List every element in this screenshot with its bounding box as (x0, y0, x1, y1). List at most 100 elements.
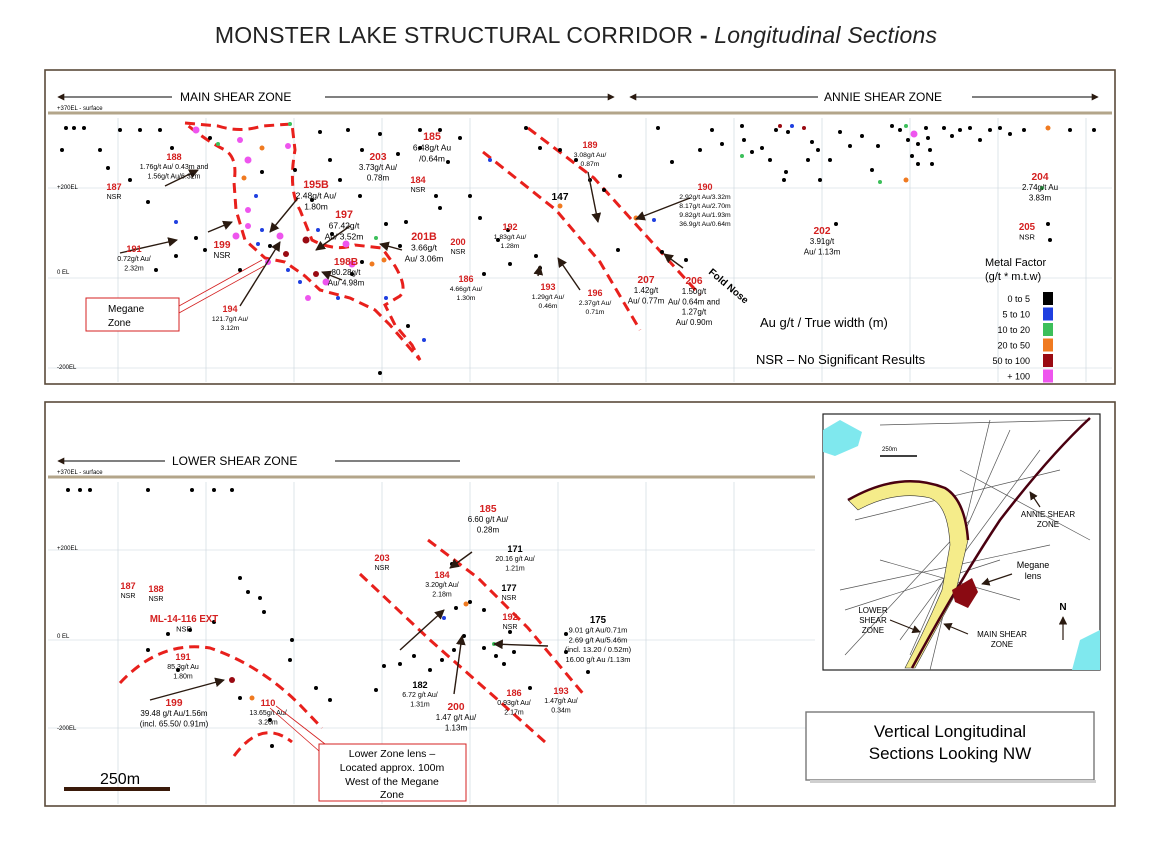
hole-assay-line: Au/ 0.90m (676, 318, 713, 327)
drill-intercept-dot (406, 324, 410, 328)
drill-intercept-dot (384, 222, 388, 226)
drill-intercept-dot (488, 158, 492, 162)
hole-assay-line: 0.46m (539, 303, 558, 310)
hole-assay-line: 3.08g/t Au/ (574, 152, 607, 159)
hole-assay-line: 2.48g/t Au/ (296, 191, 337, 201)
upper-elev-surface: +370EL - surface (57, 106, 103, 112)
hole-assay-line: 3.26m (258, 719, 278, 726)
hole-id: 200 (450, 237, 465, 247)
drill-intercept-dot (454, 606, 458, 610)
drill-intercept-dot (238, 576, 242, 580)
drill-intercept-dot (1068, 128, 1072, 132)
drill-intercept-dot (524, 126, 528, 130)
upper-elev-minus200: -200EL (57, 365, 77, 371)
drill-intercept-dot (496, 238, 500, 242)
drill-intercept-dot (378, 132, 382, 136)
hole-assay-line: NSR (375, 565, 390, 572)
hole-assay-line: 121.7g/t Au/ (212, 316, 248, 323)
drill-intercept-dot (241, 175, 247, 181)
drill-intercept-dot (412, 654, 416, 658)
drill-intercept-dot (302, 236, 310, 244)
drill-intercept-dot (146, 648, 150, 652)
hole-id: 175 (590, 615, 607, 626)
drill-intercept-dot (898, 128, 902, 132)
drill-intercept-dot (710, 128, 714, 132)
hole-assay-line: 85.3g/t Au (167, 664, 199, 671)
drill-intercept-dot (428, 668, 432, 672)
lower-drill-hole-dots (66, 488, 590, 748)
drill-intercept-dot (98, 148, 102, 152)
drill-intercept-dot (740, 124, 744, 128)
drill-intercept-dot (1048, 238, 1052, 242)
hole-assay-line: 2.37g/t Au/ (579, 300, 612, 307)
drill-intercept-dot (384, 296, 388, 300)
lower-elev-200: +200EL (57, 546, 79, 552)
drill-intercept-dot (259, 145, 265, 151)
hole-assay-line: 1.56g/t Au/6.32m (148, 173, 201, 180)
drill-intercept-dot (374, 688, 378, 692)
lower-shear-zone-label: LOWER SHEAR ZONE (172, 454, 297, 468)
lower-elev-0: 0 EL (57, 634, 70, 640)
hole-assay-line: 1.42g/t (634, 286, 659, 295)
lower-zone-lens-callout (318, 743, 467, 802)
drill-intercept-dot (268, 244, 272, 248)
drill-intercept-dot (270, 744, 274, 748)
inset-lower-line3: ZONE (862, 626, 884, 635)
legend-label: 0 to 5 (1007, 294, 1030, 304)
hole-id: 199 (166, 698, 183, 709)
legend-swatch (1043, 354, 1053, 367)
hole-id: 198B (334, 257, 358, 268)
hole-assay-line: 3.91g/t (810, 237, 835, 246)
hole-assay-line: 4.66g/t Au/ (450, 286, 483, 293)
annie-shear-zone-label: ANNIE SHEAR ZONE (824, 90, 942, 104)
drill-intercept-dot (318, 130, 322, 134)
drill-intercept-dot (194, 236, 198, 240)
inset-annie-line1: ANNIE SHEAR (1021, 510, 1075, 519)
upper-grid (48, 118, 1112, 382)
drill-intercept-dot (418, 128, 422, 132)
hole-assay-line: (incl. 13.20 / 0.52m) (565, 645, 632, 654)
drill-intercept-dot (778, 124, 782, 128)
drill-intercept-dot (229, 677, 235, 683)
drill-intercept-dot (330, 232, 334, 236)
hole-assay-line: 1.27g/t (682, 308, 707, 317)
drill-intercept-dot (458, 136, 462, 140)
drill-intercept-dot (378, 371, 382, 375)
drill-intercept-dot (176, 668, 180, 672)
drill-intercept-dot (478, 216, 482, 220)
legend-swatch (1043, 292, 1053, 305)
hole-assay-line: 0.87m (581, 161, 600, 168)
lower-section-panel: LOWER SHEAR ZONE +370EL - surface +200EL… (44, 401, 1116, 807)
drill-intercept-dot (482, 272, 486, 276)
hole-assay-line: 1.47 g/t Au/ (436, 713, 477, 722)
drill-intercept-dot (288, 122, 292, 126)
hole-assay-line: NSR (1019, 233, 1035, 242)
hole-id: 192 (502, 612, 517, 622)
drill-intercept-dot (870, 168, 874, 172)
drill-intercept-dot (494, 654, 498, 658)
hole-assay-line: 0.34m (551, 707, 571, 714)
hole-id: 203 (374, 553, 389, 563)
hole-id: 205 (1019, 222, 1036, 233)
drill-intercept-dot (463, 601, 469, 607)
drill-intercept-dot (285, 143, 291, 149)
section-label-line2: Sections Looking NW (869, 744, 1032, 763)
drill-intercept-dot (786, 130, 790, 134)
hole-id: 193 (540, 282, 555, 292)
drill-intercept-dot (482, 608, 486, 612)
hole-assay-line: Au/ 0.64m and (668, 297, 720, 306)
hole-id: 187 (106, 182, 121, 192)
drill-intercept-dot (876, 144, 880, 148)
lens-callout-line3: West of the Megane (345, 776, 439, 788)
drill-intercept-dot (1092, 128, 1096, 132)
hole-assay-line: 36.9g/t Au/0.64m (679, 221, 731, 228)
drill-intercept-dot (338, 178, 342, 182)
drill-intercept-dot (660, 250, 664, 254)
drill-intercept-dot (586, 670, 590, 674)
hole-assay-line: 1.80m (304, 201, 328, 211)
hole-id: 194 (222, 304, 237, 314)
inset-megane-line2: lens (1025, 571, 1042, 581)
legend-swatch (1043, 369, 1053, 383)
inset-location-map: 250m ANNIE SHEAR ZONE Megane lens LOWER … (822, 413, 1101, 671)
hole-assay-line: 3.83m (1029, 193, 1052, 202)
